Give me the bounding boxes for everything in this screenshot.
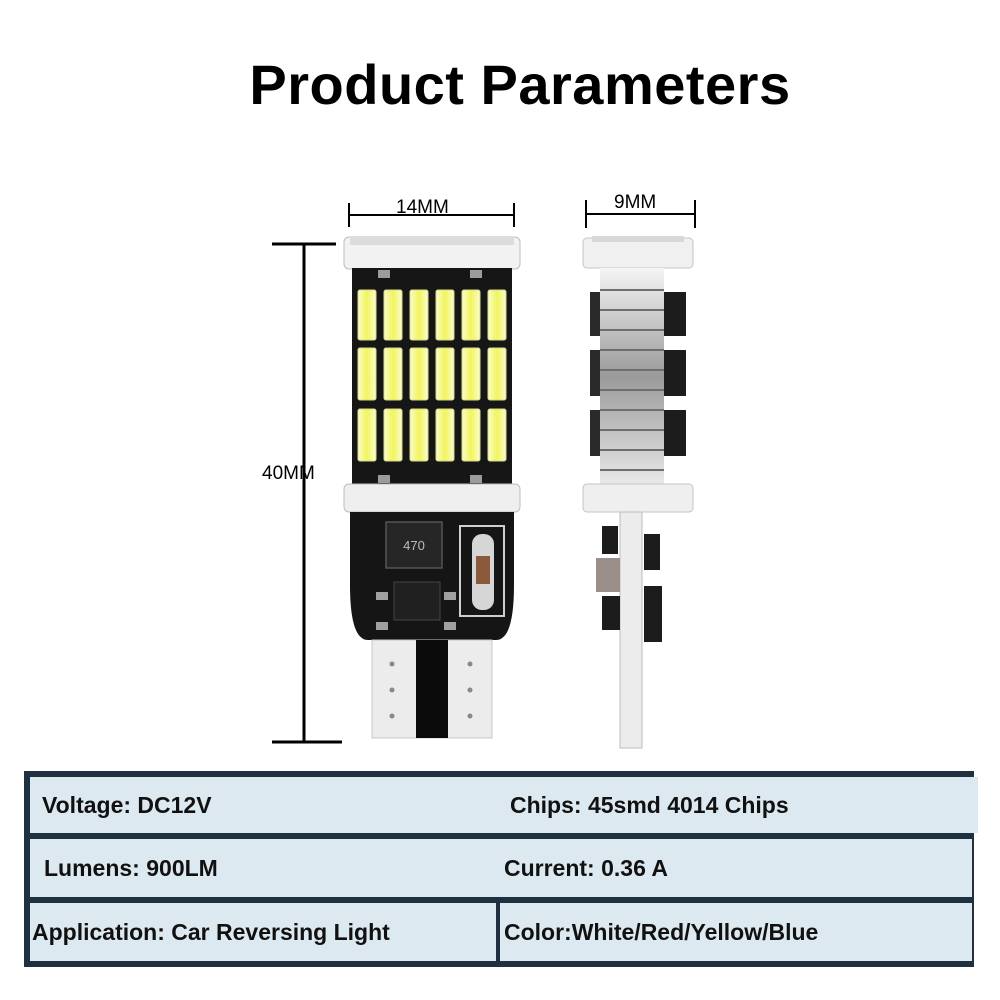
page-title: Product Parameters: [249, 53, 791, 116]
dimension-width-front: [348, 203, 515, 227]
spec-color: Color:White/Red/Yellow/Blue: [500, 903, 972, 961]
spec-voltage: Voltage: DC12V: [30, 777, 506, 833]
specs-table: Voltage: DC12V Chips: 45smd 4014 Chips L…: [24, 771, 978, 967]
inductor-label: 470: [403, 538, 425, 553]
spec-lumens: Lumens: 900LM: [30, 839, 508, 897]
bulb-front-view: 470: [343, 236, 521, 739]
bulb-side-view: [582, 236, 694, 749]
spec-current: Current: 0.36 A: [500, 839, 972, 897]
width-side-label: 9MM: [614, 192, 657, 213]
dimension-width-side: [585, 200, 696, 228]
spec-chips: Chips: 45smd 4014 Chips: [500, 777, 978, 833]
height-label: 40MM: [262, 463, 315, 484]
spec-application: Application: Car Reversing Light: [30, 903, 496, 961]
led-chip-grid: [357, 289, 507, 462]
width-front-label: 14MM: [396, 197, 449, 218]
product-diagram: 470: [272, 200, 696, 749]
dimension-height: [272, 242, 342, 744]
